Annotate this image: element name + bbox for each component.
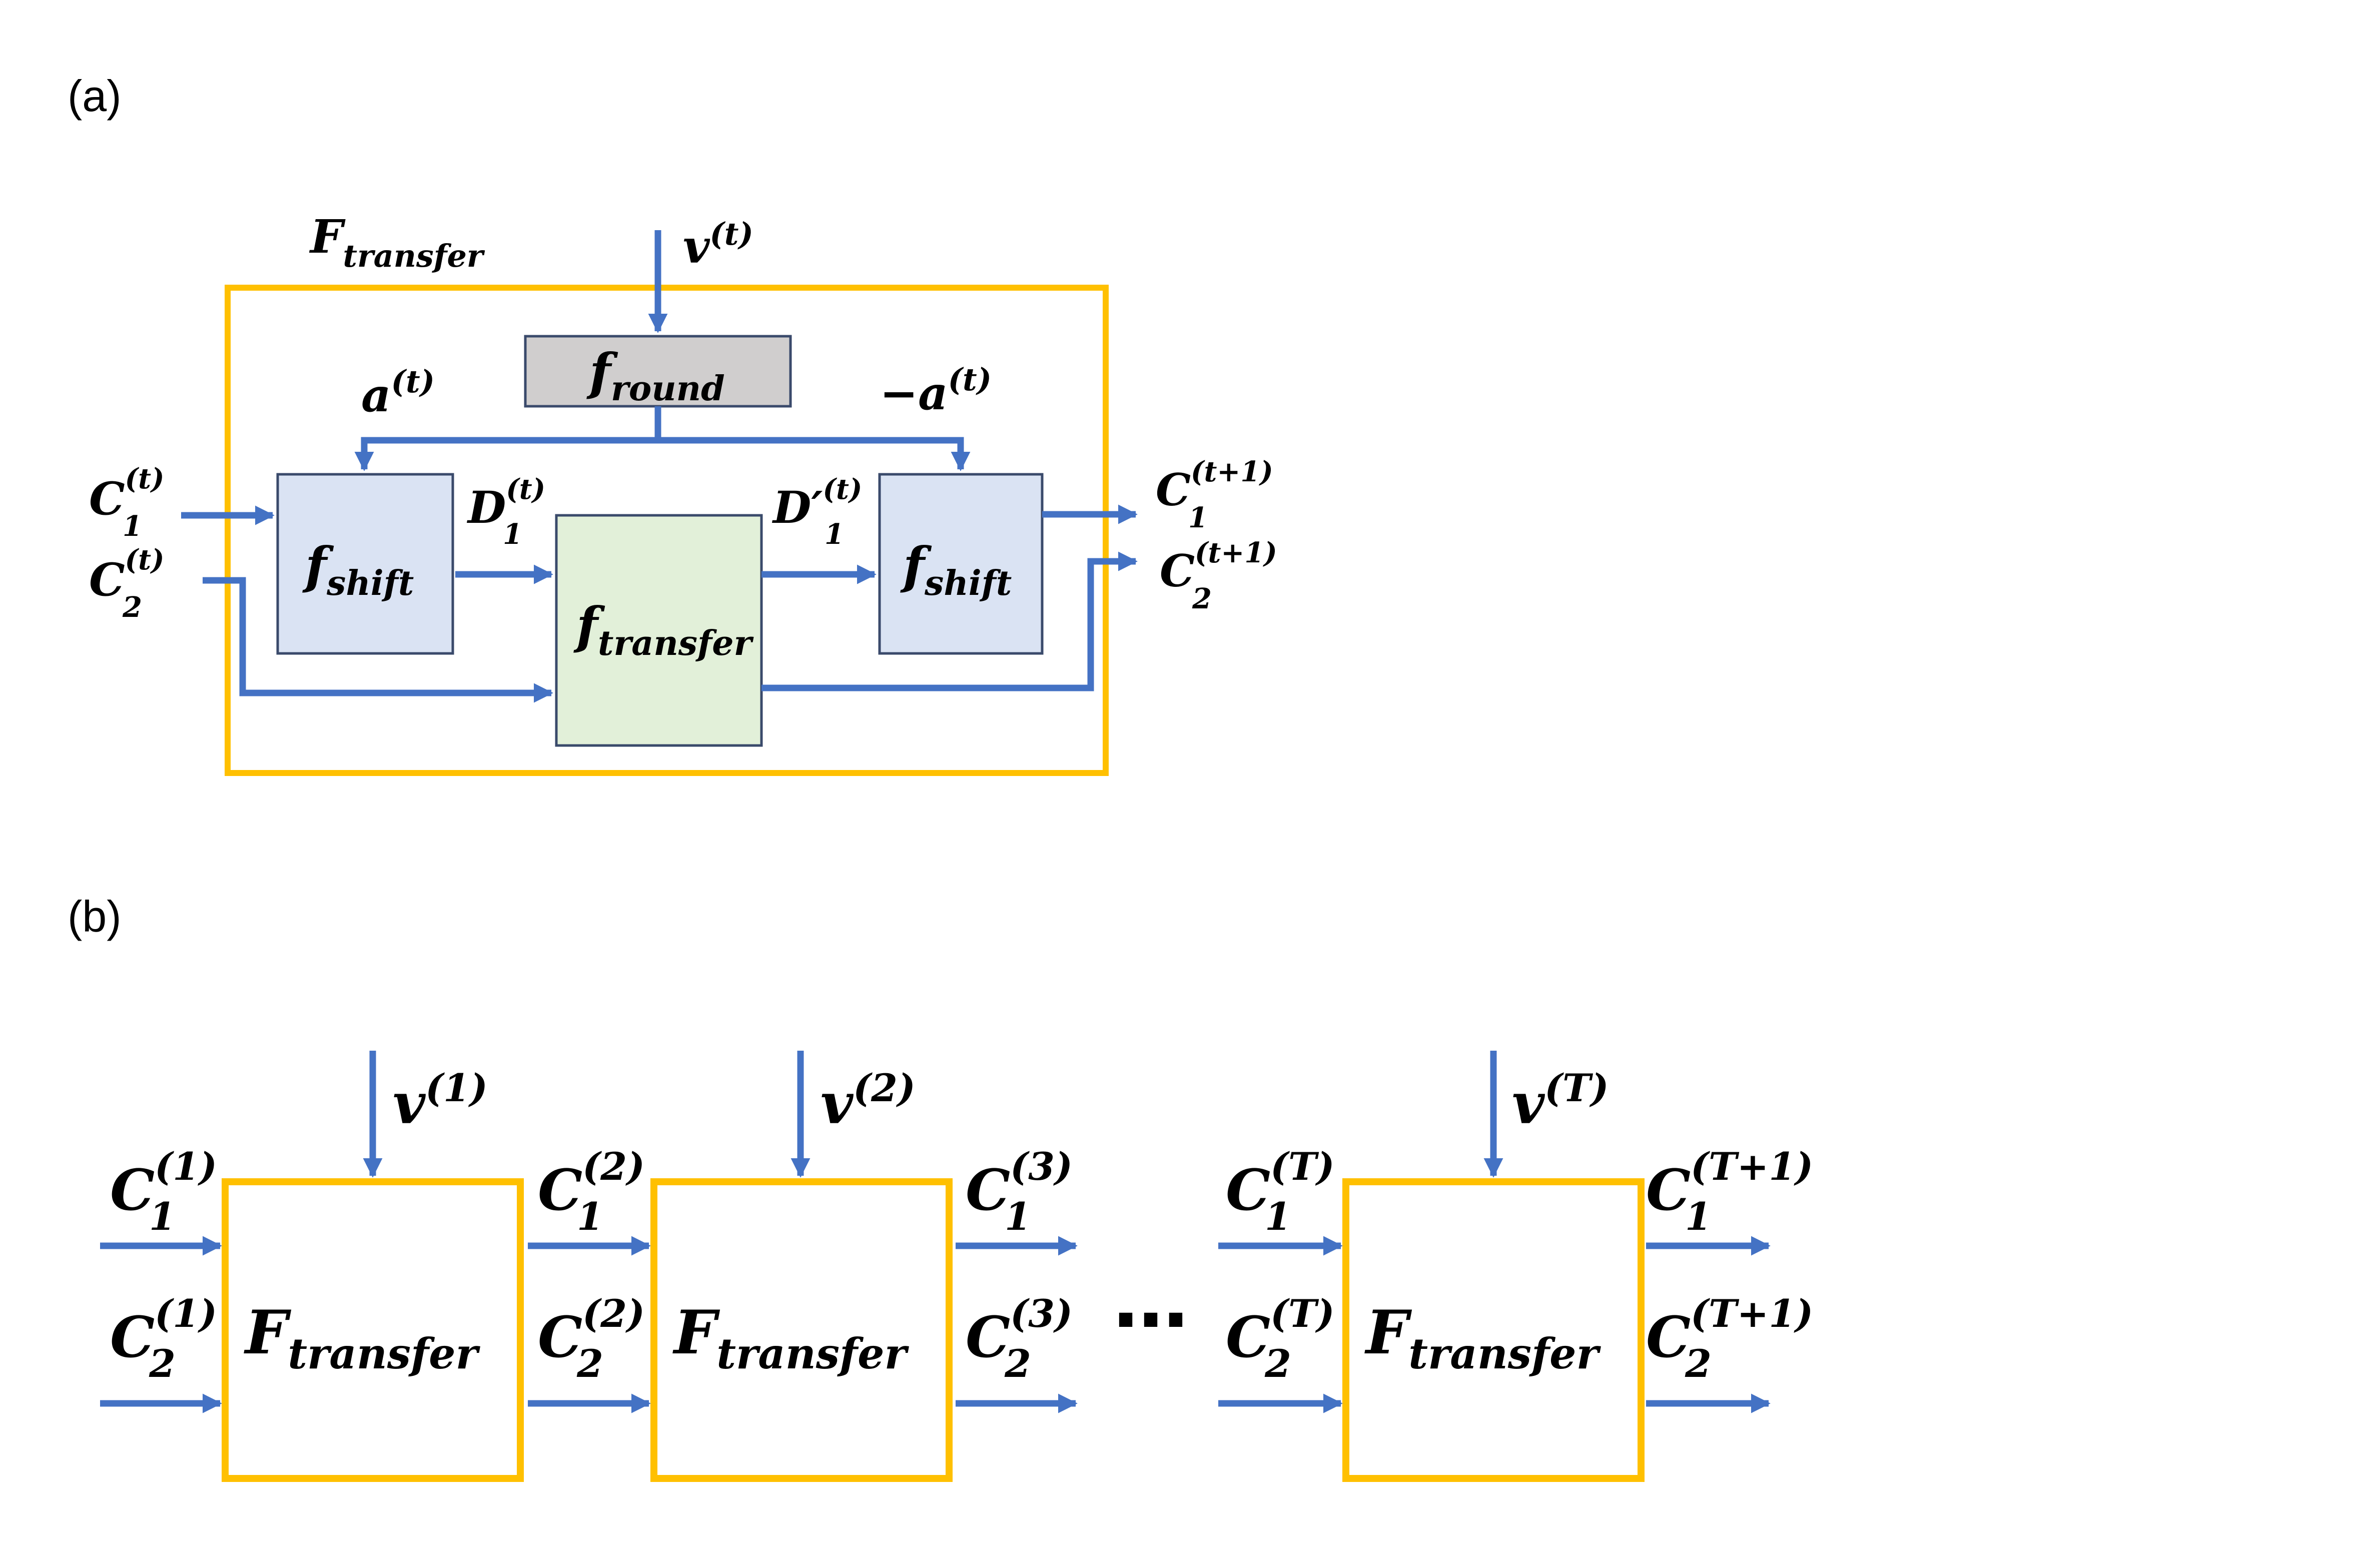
label-v-t: v(t)	[683, 216, 753, 274]
label-c2-T: C(T)2	[1226, 1291, 1335, 1386]
label-c2-t1-out: C(t+1)2	[1160, 536, 1277, 615]
arrow-neg-a-to-right-shift	[658, 437, 971, 471]
label-c1-3: C(3)1	[966, 1144, 1073, 1239]
label-d1-t: D(t)1	[466, 473, 545, 551]
label-block-1-name: Ftransfer	[244, 1297, 481, 1378]
label-block-2-name: Ftransfer	[672, 1297, 910, 1378]
label-c1-t1-out: C(t+1)1	[1156, 455, 1273, 534]
label-frame-f-transfer: Ftransfer	[309, 210, 485, 274]
label-c1-2: C(2)1	[538, 1144, 645, 1239]
label-c2-2: C(2)2	[538, 1291, 645, 1386]
label-vT: v(T)	[1512, 1066, 1609, 1137]
panel-a-label: (a)	[68, 71, 122, 121]
label-v1: v(1)	[393, 1066, 488, 1137]
label-neg-a-t: −a(t)	[880, 361, 992, 420]
panel-b-label: (b)	[68, 892, 122, 941]
arrow-c2-out	[761, 551, 1138, 691]
block-1-frame	[222, 1178, 524, 1482]
f-transfer-block	[555, 514, 763, 747]
arrow-a-to-left-shift	[354, 437, 658, 471]
label-c1-1: C(1)1	[110, 1144, 217, 1239]
label-c2-T1: C(T+1)2	[1646, 1291, 1813, 1386]
f-shift-right-block	[878, 473, 1044, 655]
block-2-frame	[650, 1178, 953, 1482]
label-c2-3: C(3)2	[966, 1291, 1073, 1386]
label-d1-prime-t: D′(t)1	[771, 473, 862, 551]
ellipsis: ⋯	[1113, 1277, 1188, 1364]
label-c1-T: C(T)1	[1226, 1144, 1335, 1239]
frame-f-transfer	[225, 285, 1109, 776]
label-c1-t-in: C(t)1	[89, 462, 165, 543]
label-c2-1: C(1)2	[110, 1291, 217, 1386]
label-v2: v(2)	[821, 1066, 916, 1137]
arrow-c2-into-transfer	[203, 577, 553, 703]
label-block-T-name: Ftransfer	[1364, 1297, 1602, 1378]
f-shift-left-block	[276, 473, 454, 655]
block-T-frame	[1342, 1178, 1645, 1482]
label-a-t: a(t)	[361, 363, 435, 422]
label-c1-T1: C(T+1)1	[1646, 1144, 1813, 1239]
label-c2-t-in: C(t)2	[89, 543, 165, 624]
